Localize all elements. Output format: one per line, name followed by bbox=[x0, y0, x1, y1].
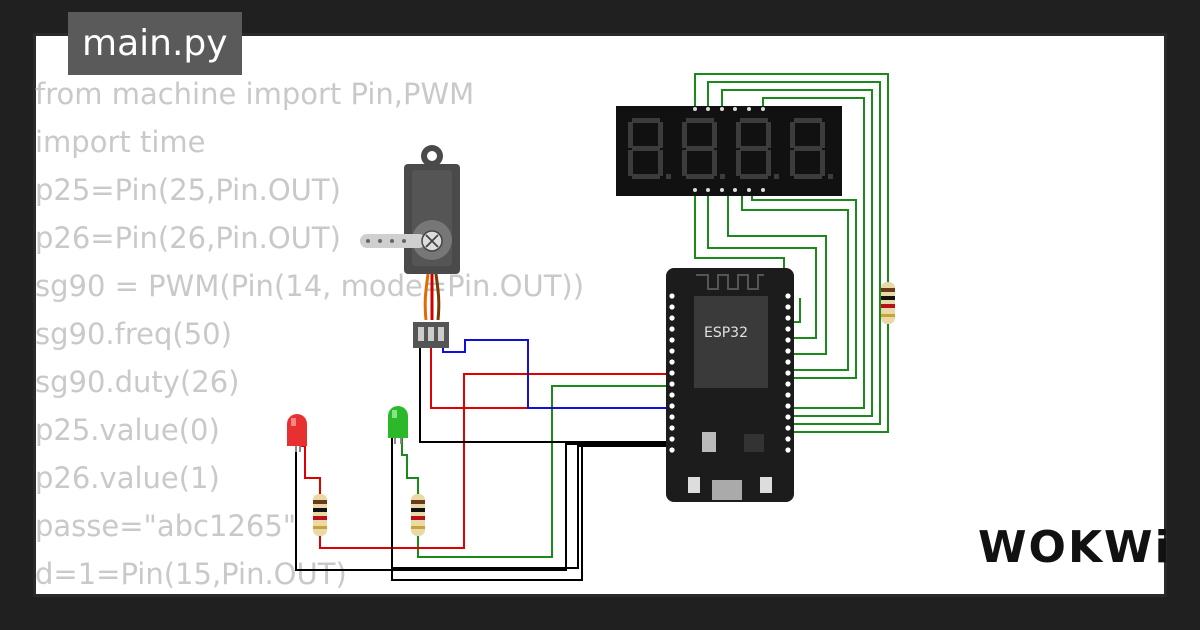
display-pins bbox=[693, 107, 765, 192]
resistor-green-led[interactable] bbox=[411, 494, 425, 536]
black-wires bbox=[295, 346, 672, 581]
file-tab[interactable]: main.py bbox=[68, 12, 242, 75]
code-line: passe="abc1265" bbox=[35, 509, 297, 543]
code-line: sg90.freq(50) bbox=[35, 317, 232, 351]
esp32-pins-right bbox=[785, 293, 791, 453]
resistor-display[interactable] bbox=[881, 282, 895, 324]
code-line: sg90.duty(26) bbox=[35, 365, 240, 399]
seven-segment-display[interactable] bbox=[616, 106, 842, 196]
code-line: d=1=Pin(15,Pin.OUT) bbox=[35, 557, 347, 591]
servo-motor[interactable] bbox=[360, 145, 460, 348]
esp32-pins-left bbox=[669, 293, 675, 453]
code-line: p26.value(1) bbox=[35, 461, 220, 495]
code-line: p25.value(0) bbox=[35, 413, 220, 447]
resistor-red-led[interactable] bbox=[313, 494, 327, 536]
board-label: ESP32 bbox=[704, 325, 748, 341]
code-line: from machine import Pin,PWM bbox=[35, 77, 475, 111]
led-green[interactable] bbox=[388, 406, 408, 444]
code-line: p25=Pin(25,Pin.OUT) bbox=[35, 173, 341, 207]
wires bbox=[295, 73, 889, 581]
code-line: sg90 = PWM(Pin(14, mode=Pin.OUT)) bbox=[35, 269, 585, 303]
wokwi-logo: WOKWi bbox=[978, 522, 1172, 573]
esp32-devkit[interactable]: ESP32 bbox=[666, 268, 794, 502]
code-line: p26=Pin(26,Pin.OUT) bbox=[35, 221, 341, 255]
code-line: import time bbox=[35, 125, 206, 159]
simulation-canvas[interactable] bbox=[33, 33, 1167, 597]
display-segments bbox=[628, 118, 833, 179]
led-red[interactable] bbox=[287, 414, 307, 452]
green-wires bbox=[401, 73, 889, 558]
code-preview: from machine import Pin,PWM import time p2… bbox=[35, 70, 584, 598]
esp32-small-parts bbox=[688, 432, 772, 500]
antenna-icon bbox=[696, 274, 764, 290]
blue-wires bbox=[442, 339, 672, 409]
